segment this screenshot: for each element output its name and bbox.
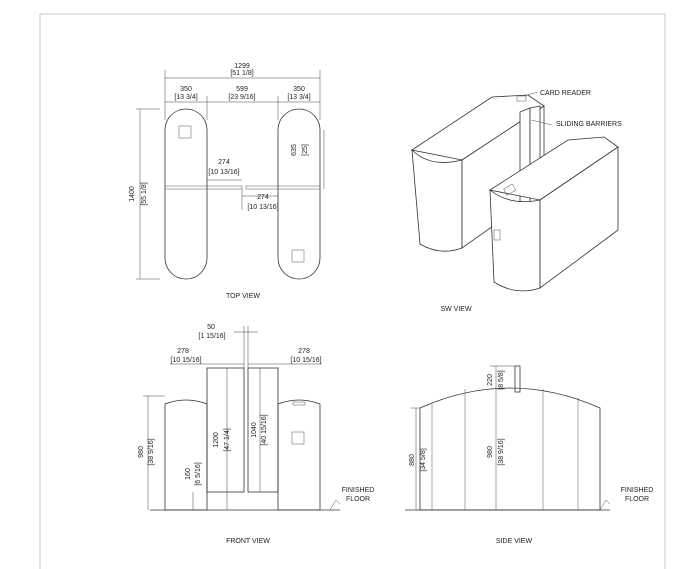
label-finished-floor-front-1: FINISHED xyxy=(342,487,375,494)
dim-right-barrier-in: [10 15/16] xyxy=(290,357,321,364)
dim-right-width: 350 xyxy=(293,86,305,93)
dim-end-height: 880 xyxy=(409,454,416,466)
dim-floor-clearance: 160 xyxy=(185,468,192,480)
dim-barrier-height: 1200 xyxy=(213,432,220,448)
dim-length: 1400 xyxy=(129,186,136,202)
dim-overall-width-in: [51 1/8] xyxy=(230,70,253,77)
dim-barrier-panel-height: 1040 xyxy=(251,422,258,438)
top-view: 1299 [51 1/8] 350 [13 3/4] 599 [23 9/16]… xyxy=(129,63,325,300)
dim-gap-width: 599 xyxy=(236,86,248,93)
dim-barrier-reach-2-in: [10 13/16] xyxy=(247,204,278,211)
label-finished-floor-side-2: FLOOR xyxy=(625,496,649,503)
dim-left-width: 350 xyxy=(180,86,192,93)
dim-cabinet-height: 980 xyxy=(138,446,145,458)
dim-barrier-projection: 220 xyxy=(487,374,494,386)
dim-left-width-in: [13 3/4] xyxy=(174,94,197,101)
dim-overall-width: 1299 xyxy=(234,63,250,70)
dim-gap-width-in: [23 9/16] xyxy=(228,94,255,101)
sheet-border xyxy=(39,13,666,569)
sw-view: CARD READER SLIDING BARRIERS SW VIEW xyxy=(410,90,622,313)
dim-end-height-in: [34 5/8] xyxy=(420,448,427,471)
dim-cabinet-height-in: [38 9/16] xyxy=(148,438,155,465)
dim-center-height-in: [38 9/16] xyxy=(498,438,505,465)
caption-top-view: TOP VIEW xyxy=(226,293,260,300)
dim-right-width-in: [13 3/4] xyxy=(287,94,310,101)
dim-center-gap-in: [1 15/16] xyxy=(198,333,225,340)
dim-barrier-projection-in: [8 5/8] xyxy=(498,370,505,390)
caption-front-view: FRONT VIEW xyxy=(226,538,270,545)
label-finished-floor-side-1: FINISHED xyxy=(621,487,654,494)
front-view: 50 [1 15/16] 278 [10 15/16] 278 [10 15/1… xyxy=(138,324,374,545)
dim-right-barrier: 278 xyxy=(298,348,310,355)
label-card-reader: CARD READER xyxy=(540,90,591,97)
dim-barrier-reach-2: 274 xyxy=(257,194,269,201)
caption-side-view: SIDE VIEW xyxy=(496,538,533,545)
dim-center-gap: 50 xyxy=(207,324,215,331)
dim-barrier-reach-1: 274 xyxy=(218,159,230,166)
caption-sw-view: SW VIEW xyxy=(440,306,472,313)
dim-length-in: [55 1/8] xyxy=(141,182,148,205)
side-view: 220 [8 5/8] 880 [34 5/8] 980 [38 9/16] F… xyxy=(405,365,654,545)
dim-barrier-reach-1-in: [10 13/16] xyxy=(208,169,239,176)
dim-barrier-panel-height-in: [40 15/16] xyxy=(261,414,268,445)
dim-barrier-depth-in: [25] xyxy=(302,144,309,156)
dim-left-barrier: 278 xyxy=(177,348,189,355)
dim-left-barrier-in: [10 15/16] xyxy=(170,357,201,364)
dim-barrier-depth: 635 xyxy=(291,144,298,156)
dim-floor-clearance-in: [6 5/16] xyxy=(195,462,202,485)
label-sliding-barriers: SLIDING BARRIERS xyxy=(556,121,622,128)
dim-barrier-height-in: [47 1/4] xyxy=(224,428,231,451)
dim-center-height: 980 xyxy=(487,446,494,458)
label-finished-floor-front-2: FLOOR xyxy=(346,496,370,503)
